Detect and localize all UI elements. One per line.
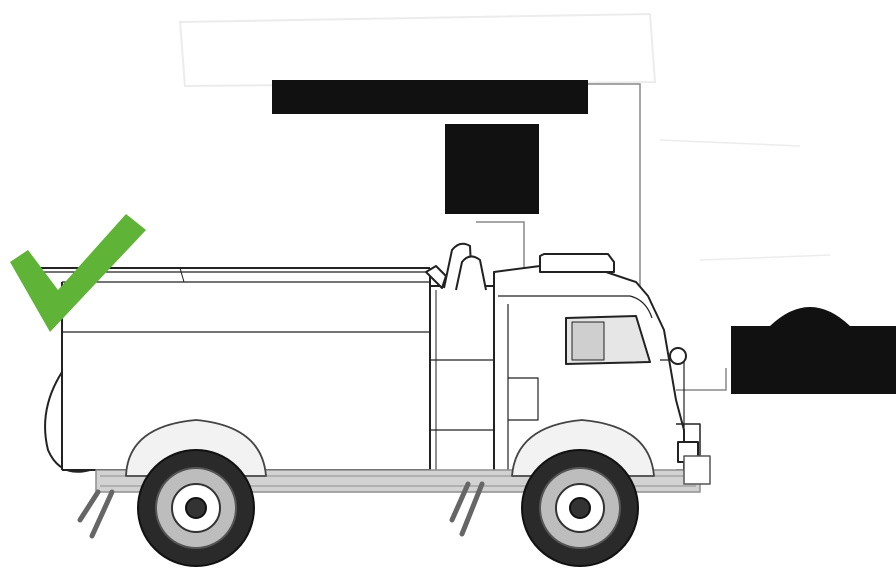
redaction-block-top [272,80,588,114]
leader-line-middle [476,222,524,268]
redaction-block-right [731,307,896,394]
front-bumper [684,456,710,484]
rear-seats [426,244,486,290]
side-mirror [670,348,686,364]
cab-gap-panel [430,286,494,476]
rear-wheel [138,450,254,566]
truck [38,244,710,566]
front-wheel [522,450,638,566]
redaction-block-middle [445,124,539,214]
